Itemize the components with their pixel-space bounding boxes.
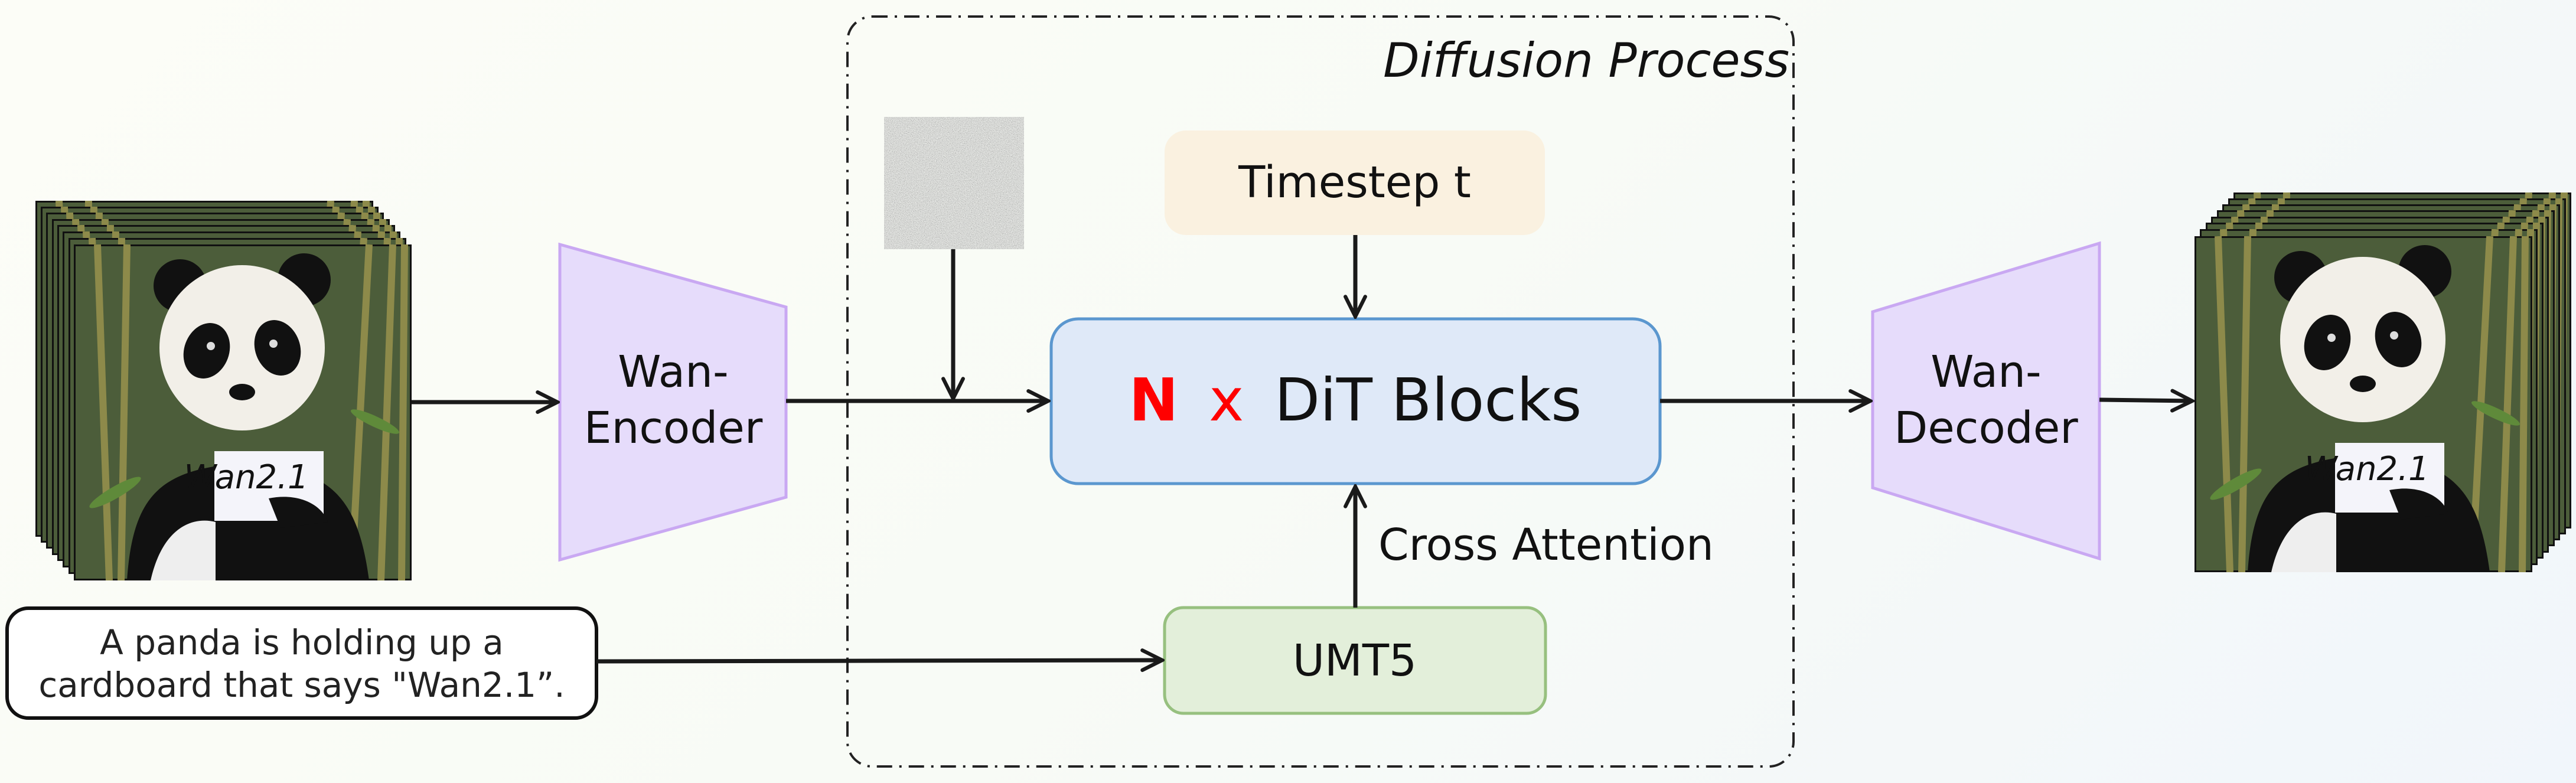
dit-multiply: x [1209, 366, 1244, 435]
encoder-label-line-1: Wan- [618, 347, 728, 397]
output-sign-text: Wan2.1 [2304, 450, 2429, 488]
output-video-frames: Wan2.1 [2195, 193, 2571, 572]
prompt-line-1: A panda is holding up a [100, 622, 504, 663]
decoder-label-line-2: Decoder [1894, 403, 2078, 454]
decoder-label-line-1: Wan- [1931, 347, 2041, 397]
timestep-label: Timestep t [1238, 157, 1471, 208]
encoder-label-line-2: Encoder [584, 403, 763, 454]
cross-attention-label: Cross Attention [1378, 520, 1714, 570]
diffusion-process-container [846, 15, 1795, 768]
input-video-frames: Wan2.1 [35, 201, 412, 580]
arrow-prompt-to-umt5 [596, 660, 1162, 661]
dit-blocks-box: N x DiT Blocks [1049, 317, 1662, 485]
input-sign-text: Wan2.1 [184, 458, 308, 497]
diffusion-process-title: Diffusion Process [1383, 33, 1789, 88]
dit-label: DiT Blocks [1274, 366, 1582, 435]
arrows [412, 235, 2192, 661]
dit-n-count: N [1129, 366, 1179, 435]
text-prompt-box: A panda is holding up a cardboard that s… [5, 606, 598, 720]
umt5-label: UMT5 [1293, 635, 1417, 686]
timestep-box: Timestep t [1165, 130, 1545, 235]
wan-encoder: Wan- Encoder [558, 242, 788, 562]
umt5-box: UMT5 [1163, 606, 1547, 715]
arrow-decoder-to-output [2099, 400, 2192, 401]
wan-decoder: Wan- Decoder [1871, 241, 2101, 561]
svg-text:N x DiT Blocks: N x DiT Blocks [1129, 366, 1582, 435]
noise-latent-image [884, 117, 1024, 249]
prompt-line-2: cardboard that says "Wan2.1”. [38, 665, 565, 705]
